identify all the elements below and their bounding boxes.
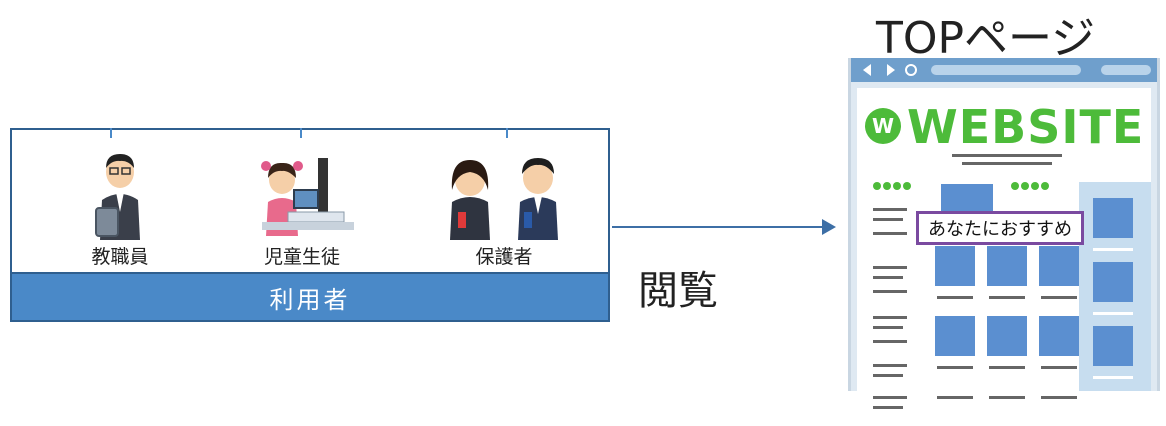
arrow-head-icon [822, 219, 836, 235]
website-sidebar-tiles [1093, 198, 1133, 379]
connector-tick [300, 128, 302, 138]
parents-figure-icon [450, 158, 558, 240]
view-arrow-line [612, 226, 824, 228]
users-box: 教職員 児童生徒 保護者 利用者 [10, 128, 610, 322]
connector-tick [110, 128, 112, 138]
connector-tick [506, 128, 508, 138]
website-logo-badge-icon: W [865, 108, 901, 144]
top-page-title: TOPページ [876, 13, 1096, 64]
website-sidebar [1079, 182, 1151, 391]
view-label: 閲覧 [638, 268, 718, 314]
role-student: 児童生徒 [222, 130, 382, 276]
role-label-student: 児童生徒 [263, 246, 340, 268]
student-at-computer-icon [261, 158, 354, 236]
browser-controls-icon [863, 64, 1151, 76]
website-browser-illustration: W WEBSITE [848, 58, 1160, 409]
website-logo-text: WEBSITE [907, 100, 1145, 154]
recommend-label: あなたにおすすめ [916, 211, 1084, 245]
staff-figure-icon [95, 154, 140, 240]
browser-toolbar [851, 58, 1157, 82]
role-label-parents: 保護者 [475, 246, 533, 268]
users-footer-label: 利用者 [12, 272, 608, 320]
role-staff: 教職員 [40, 130, 200, 276]
role-parents: 保護者 [424, 130, 584, 276]
role-label-staff: 教職員 [91, 246, 149, 268]
logo-badge-letter: W [872, 114, 894, 138]
